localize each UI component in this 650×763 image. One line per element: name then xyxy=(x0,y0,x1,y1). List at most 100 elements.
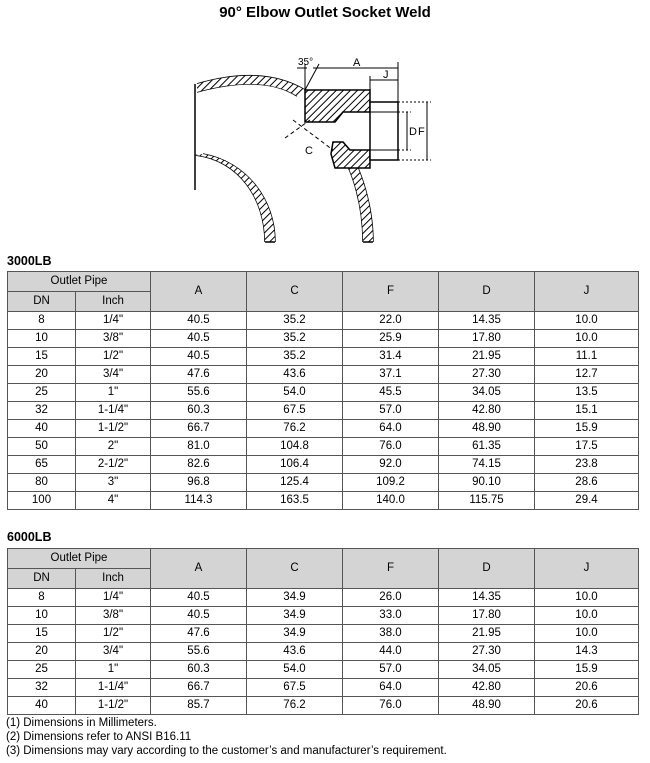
header-outlet-pipe: Outlet Pipe xyxy=(7,271,151,292)
table-cell: 76.2 xyxy=(246,696,343,715)
table-cell: 35.2 xyxy=(246,311,343,330)
note-item: (3) Dimensions may vary according to the… xyxy=(6,745,447,757)
table-cell: 40.5 xyxy=(150,311,247,330)
table-cell: 34.05 xyxy=(438,660,535,679)
table-cell: 21.95 xyxy=(438,624,535,643)
table-cell: 20 xyxy=(7,365,76,384)
table-cell: 66.7 xyxy=(150,419,247,438)
table-cell: 125.4 xyxy=(246,473,343,492)
table-cell: 37.1 xyxy=(342,365,439,384)
table-cell: 1-1/4" xyxy=(75,401,151,420)
table-cell: 35.2 xyxy=(246,329,343,348)
table-cell: 1-1/2" xyxy=(75,419,151,438)
table-cell: 43.6 xyxy=(246,642,343,661)
angle-label: 35° xyxy=(298,57,313,68)
table-cell: 48.90 xyxy=(438,696,535,715)
table-cell: 3/8" xyxy=(75,606,151,625)
table-cell: 20.6 xyxy=(534,696,639,715)
table-cell: 15.9 xyxy=(534,660,639,679)
table-cell: 34.9 xyxy=(246,624,343,643)
table-cell: 96.8 xyxy=(150,473,247,492)
table-cell: 85.7 xyxy=(150,696,247,715)
table-cell: 20.6 xyxy=(534,678,639,697)
section-label-3000lb: 3000LB xyxy=(7,254,52,268)
header-j: J xyxy=(534,548,639,589)
header-inch: Inch xyxy=(75,568,151,589)
table-cell: 45.5 xyxy=(342,383,439,402)
note-item: (2) Dimensions refer to ANSI B16.11 xyxy=(6,731,192,743)
table-cell: 76.0 xyxy=(342,437,439,456)
section-label-6000lb: 6000LB xyxy=(7,530,52,544)
table-cell: 47.6 xyxy=(150,365,247,384)
table-cell: 25 xyxy=(7,383,76,402)
table-cell: 15 xyxy=(7,347,76,366)
table-cell: 33.0 xyxy=(342,606,439,625)
table-cell: 31.4 xyxy=(342,347,439,366)
table-cell: 8 xyxy=(7,588,76,607)
table-cell: 40.5 xyxy=(150,347,247,366)
table-cell: 42.80 xyxy=(438,401,535,420)
table-cell: 1" xyxy=(75,383,151,402)
table-cell: 54.0 xyxy=(246,660,343,679)
notes: (1) Dimensions in Millimeters. (2) Dimen… xyxy=(6,716,447,758)
table-cell: 10.0 xyxy=(534,588,639,607)
table-cell: 57.0 xyxy=(342,660,439,679)
table-cell: 14.35 xyxy=(438,588,535,607)
table-cell: 40 xyxy=(7,419,76,438)
table-cell: 54.0 xyxy=(246,383,343,402)
table-cell: 48.90 xyxy=(438,419,535,438)
table-cell: 1-1/4" xyxy=(75,678,151,697)
table-cell: 13.5 xyxy=(534,383,639,402)
table-cell: 43.6 xyxy=(246,365,343,384)
table-cell: 15 xyxy=(7,624,76,643)
page-title: 90° Elbow Outlet Socket Weld xyxy=(219,4,431,21)
table-cell: 38.0 xyxy=(342,624,439,643)
table-cell: 106.4 xyxy=(246,455,343,474)
table-cell: 25 xyxy=(7,660,76,679)
dim-a-label: A xyxy=(353,57,361,69)
header-d: D xyxy=(438,271,535,312)
table-cell: 76.2 xyxy=(246,419,343,438)
table-cell: 57.0 xyxy=(342,401,439,420)
table-cell: 20 xyxy=(7,642,76,661)
table-cell: 8 xyxy=(7,311,76,330)
table-cell: 104.8 xyxy=(246,437,343,456)
dim-f-label: F xyxy=(418,126,425,138)
table-cell: 17.80 xyxy=(438,329,535,348)
table-cell: 44.0 xyxy=(342,642,439,661)
table-cell: 1-1/2" xyxy=(75,696,151,715)
table-cell: 67.5 xyxy=(246,401,343,420)
table-cell: 14.3 xyxy=(534,642,639,661)
table-cell: 61.35 xyxy=(438,437,535,456)
table-cell: 10 xyxy=(7,329,76,348)
table-cell: 1/4" xyxy=(75,311,151,330)
table-cell: 55.6 xyxy=(150,642,247,661)
dim-c-label: C xyxy=(305,145,313,157)
header-f: F xyxy=(342,271,439,312)
table-cell: 65 xyxy=(7,455,76,474)
table-cell: 34.05 xyxy=(438,383,535,402)
table-cell: 1/4" xyxy=(75,588,151,607)
table-cell: 10.0 xyxy=(534,311,639,330)
table-cell: 29.4 xyxy=(534,491,639,510)
table-cell: 40.5 xyxy=(150,588,247,607)
table-cell: 140.0 xyxy=(342,491,439,510)
table-cell: 17.5 xyxy=(534,437,639,456)
dim-j-label: J xyxy=(383,69,389,81)
table-cell: 3/4" xyxy=(75,365,151,384)
header-j: J xyxy=(534,271,639,312)
header-c: C xyxy=(246,271,343,312)
table-cell: 109.2 xyxy=(342,473,439,492)
table-cell: 32 xyxy=(7,678,76,697)
